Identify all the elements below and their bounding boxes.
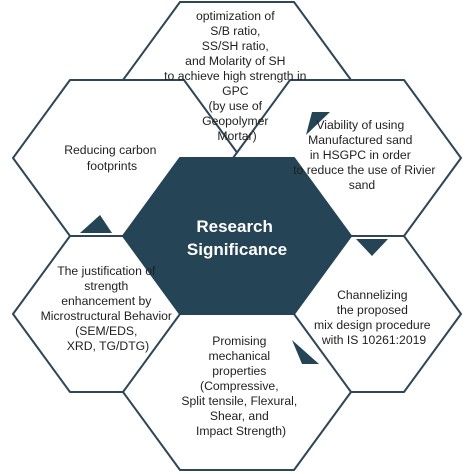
top-hex-line: SS/SH ratio,	[202, 39, 269, 53]
top-hex-line: Mortar)	[217, 129, 256, 143]
bottom-hex-line: Split tensile, Flexural,	[181, 394, 297, 408]
lower-right-hex-text: Channelizing the proposed mix design pro…	[314, 288, 434, 347]
center-label-line: Research	[196, 217, 273, 236]
center-label-line: Significance	[187, 240, 287, 259]
connector-lower-right	[356, 239, 388, 256]
lower-left-hex-line: The justification of	[57, 264, 156, 278]
upper-right-hex-line: sand	[349, 178, 375, 192]
bottom-hex-line: Shear, and	[210, 409, 269, 423]
upper-left-hex-text: Reducing carbon footprints	[64, 143, 160, 173]
lower-left-hex-line: XRD, TG/DTG)	[67, 339, 149, 353]
upper-left-hex-line: Reducing carbon	[64, 143, 156, 157]
bottom-hex-line: Impact Strength)	[196, 424, 286, 438]
lower-left-hex-line: strength	[84, 279, 128, 293]
connector-upper-left	[80, 215, 112, 233]
lower-left-hex-line: enhancement by	[61, 294, 152, 308]
connector-bottom	[292, 340, 319, 364]
lower-right-hex-line: Channelizing	[337, 288, 407, 302]
upper-right-hex-line: Viability of using	[316, 118, 404, 132]
top-hex-line: Geopolymer	[202, 114, 268, 128]
bottom-hex-line: (Compressive,	[200, 379, 279, 393]
bottom-hex-line: Promising	[212, 334, 266, 348]
top-hex-line: S/B ratio,	[210, 24, 260, 38]
lower-left-hex-text: The justification of strength enhancemen…	[41, 264, 176, 353]
top-hex-line: (by use of	[209, 99, 263, 113]
hex-center	[122, 157, 352, 315]
top-hex-line: to achieve high strength in	[164, 69, 306, 83]
top-hex-line: optimization of	[196, 9, 275, 23]
upper-right-hex-line: to reduce the use of Rivier	[293, 163, 435, 177]
lower-right-hex-line: the proposed	[337, 303, 408, 317]
top-hex-line: GPC	[222, 84, 249, 98]
center-label: Research Significance	[187, 217, 287, 259]
upper-right-hex-line: Manufactured sand	[308, 133, 412, 147]
lower-left-hex-line: Microstructural Behavior	[41, 309, 172, 323]
top-hex-line: and Molarity of SH	[185, 54, 285, 68]
lower-right-hex-line: mix design procedure	[314, 318, 431, 332]
bottom-hex-line: mechanical	[208, 349, 270, 363]
upper-left-hex-line: footprints	[87, 159, 137, 173]
upper-right-hex-text: Viability of using Manufactured sand in …	[293, 118, 439, 192]
lower-right-hex-line: with IS 10261:2019	[321, 333, 427, 347]
bottom-hex-line: properties	[212, 364, 266, 378]
bottom-hex-text: Promising mechanical properties (Compres…	[181, 334, 300, 438]
top-hex-text: optimization of S/B ratio, SS/SH ratio, …	[164, 9, 310, 143]
upper-right-hex-line: in HSGPC in order	[310, 148, 411, 162]
connector-upper-right	[306, 112, 330, 135]
lower-left-hex-line: (SEM/EDS,	[75, 324, 137, 338]
